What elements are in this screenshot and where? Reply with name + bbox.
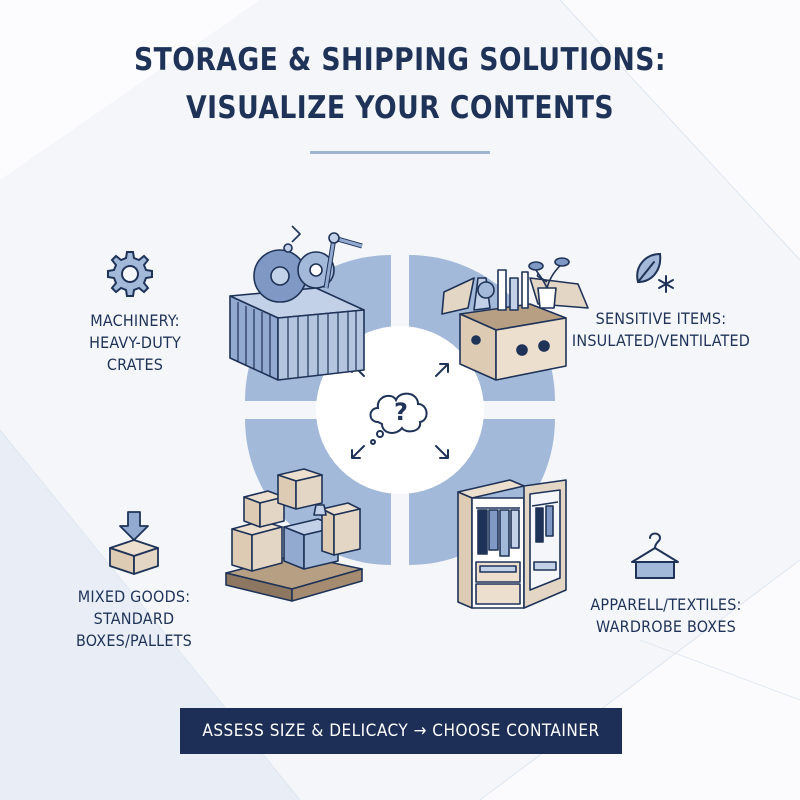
label-machinery: MACHINERY: HEAVY-DUTY CRATES (89, 311, 181, 374)
boxes-on-pallet (225, 468, 363, 602)
question-mark: ? (394, 398, 408, 426)
title-divider (310, 151, 490, 154)
box-down-arrow-icon (109, 511, 159, 575)
page-title-line-1: STORAGE & SHIPPING SOLUTIONS: (134, 42, 666, 78)
page-title-line-2: VISUALIZE YOUR CONTENTS (186, 90, 614, 126)
open-box-with-lab-items (441, 257, 589, 381)
label-apparel: APPARELL/TEXTILES: WARDROBE BOXES (590, 595, 742, 636)
leaf-snowflake-icon (636, 252, 674, 293)
shipping-crate-with-gears (229, 225, 365, 381)
wardrobe-box (457, 479, 567, 609)
cta-banner: ASSESS SIZE & DELICACY → CHOOSE CONTAINE… (180, 708, 622, 754)
hanger-icon (631, 532, 679, 579)
label-mixed-goods: MIXED GOODS: STANDARD BOXES/PALLETS (76, 587, 192, 650)
gear-icon (107, 251, 153, 297)
label-sensitive-items: SENSITIVE ITEMS: INSULATED/VENTILATED (571, 309, 751, 350)
